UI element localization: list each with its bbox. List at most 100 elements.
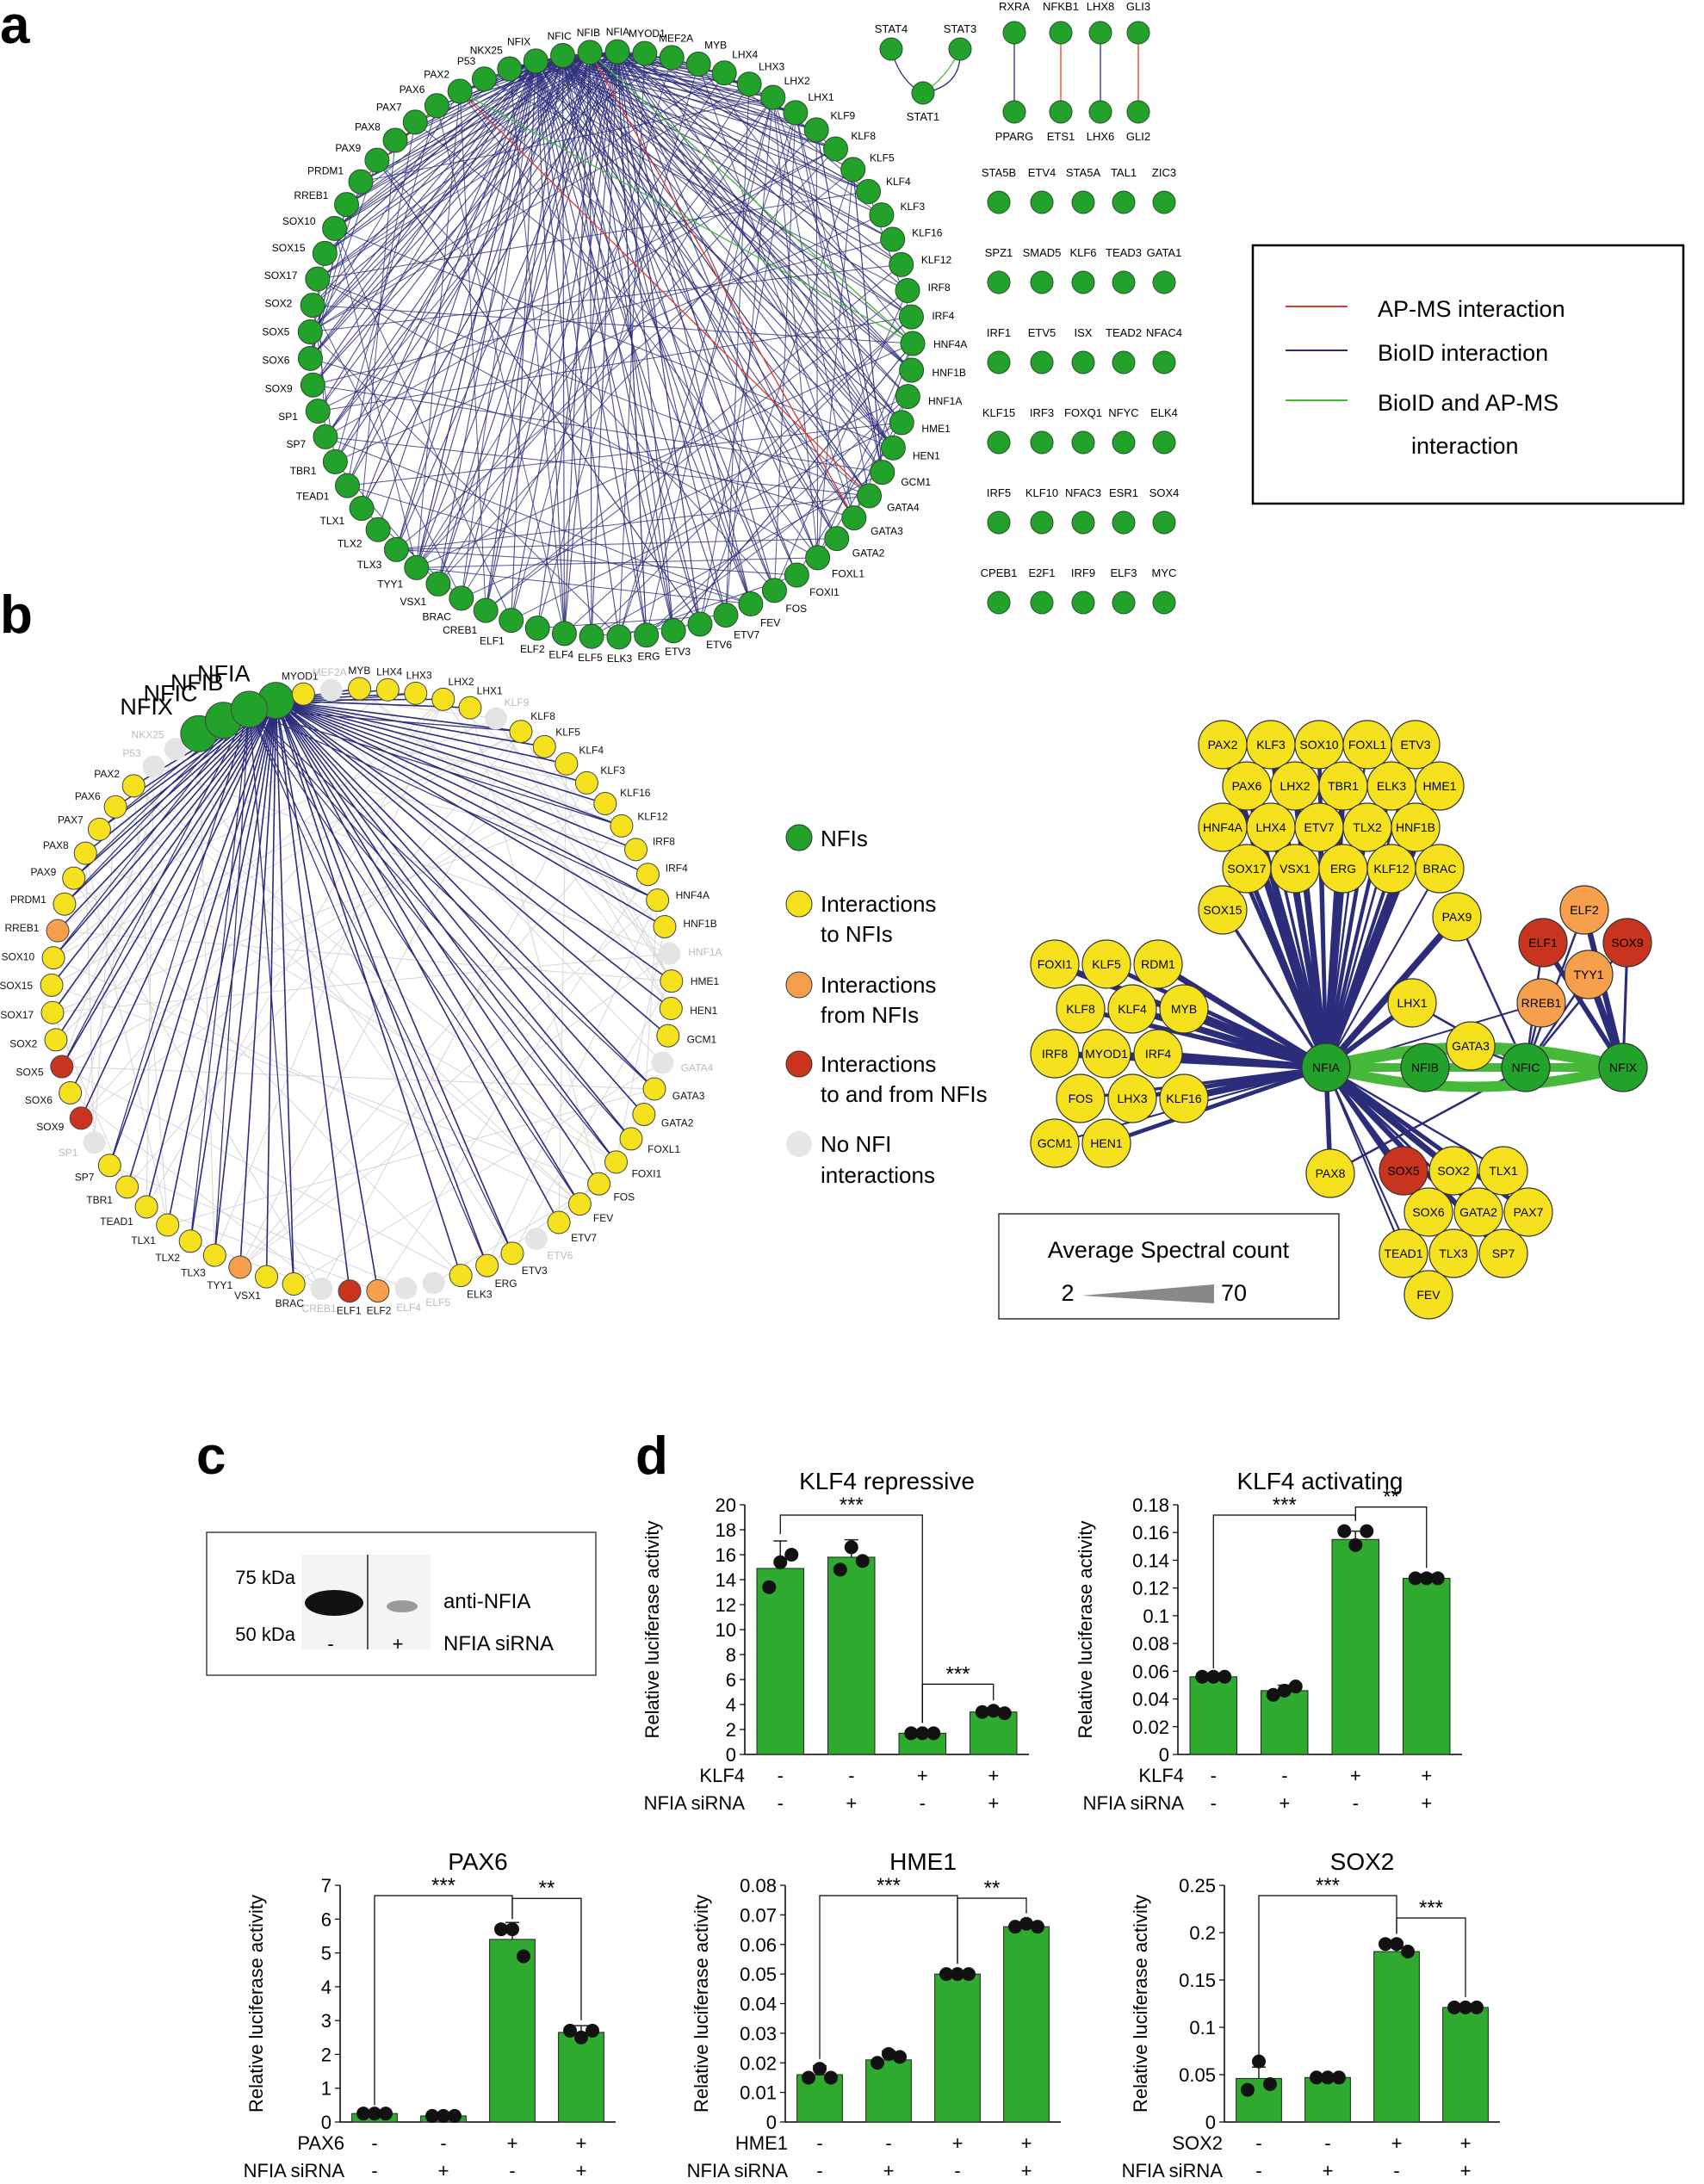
sirna-condition: + [1279,1792,1290,1814]
node-mef2a [319,678,343,702]
background-edge [146,766,155,1207]
node-label-irf3: IRF3 [1030,406,1054,419]
sirna-condition: - [1211,1792,1217,1814]
bioid-edge [535,60,870,497]
node-label-myb: MYB [348,665,370,677]
bioid-edge [461,96,774,599]
node-label-tbr1: TBR1 [290,465,317,477]
node-label-lhx1: LHX1 [809,91,834,103]
replicate-dot [1470,2000,1484,2014]
node-label-klf5: KLF5 [870,152,895,164]
bar-chart-hme1: HME100.010.020.030.040.050.060.070.08Rel… [687,1848,1061,2181]
y-axis-label: Relative luciferase activity [691,1895,712,2113]
cluster-node-label-rreb1: RREB1 [1521,996,1562,1010]
node-label-sp7: SP7 [75,1172,95,1184]
bioid-edge [536,60,883,216]
replicate-dot [893,2050,907,2064]
node-label-foxl1: FOXL1 [648,1143,680,1155]
background-edge [223,720,587,783]
bioid-edge [617,51,913,371]
cluster-node-label-klf12: KLF12 [1373,862,1409,875]
cluster-node-sox6 [1403,1187,1453,1237]
node-label-gata2: GATA2 [661,1117,694,1129]
sirna-condition: - [816,2160,822,2181]
node-label-ets1: ETS1 [1047,130,1075,143]
bioid-edge [617,51,853,170]
panel-c-western-blot: 75 kDa 50 kDa anti-NFIA NFIA siRNA - + [206,1531,597,1676]
significance-bracket [957,1897,1027,1964]
cluster-edge [1455,916,1527,1068]
node-label-tlx1: TLX1 [320,515,345,527]
sirna-condition: - [1353,1792,1359,1814]
node-klf8 [823,136,849,162]
node-klf3 [574,770,598,795]
node-sox17 [305,266,331,292]
replicate-dot [882,2046,895,2061]
node-label-nfyc: NFYC [1108,406,1138,419]
node-label-creb1: CREB1 [443,624,477,636]
cluster-node-label-elf1: ELF1 [1528,936,1558,950]
bar [1261,1690,1309,1755]
node-tal1 [1112,190,1136,214]
bioid-edge [361,60,536,509]
replicate-dot [1288,1680,1303,1694]
bioid-edge [347,422,902,486]
cluster-edge [1106,1065,1327,1146]
node-etv7 [547,1210,571,1234]
node-label-irf4: IRF4 [932,310,954,322]
bioid-edge [346,68,511,205]
tf-row-label: HME1 [735,2132,788,2154]
background-edge [511,981,672,1254]
cluster-node-fos [1056,1073,1106,1123]
bioid-edge [312,305,462,599]
node-elf4 [394,1277,418,1300]
bioid-edge [562,54,836,150]
cluster-node-label-nfia: NFIA [1312,1061,1341,1074]
cluster-node-pax8 [1305,1148,1355,1198]
node-label-sp7: SP7 [286,438,306,450]
cluster-node-label-sox2: SOX2 [1437,1164,1470,1178]
background-edge [61,782,587,1067]
spectral-count-title: Average Spectral count [1048,1237,1290,1263]
node-label-sta5a: STA5A [1066,166,1101,179]
cluster-edge [1323,868,1347,1068]
cluster-node-label-elf2: ELF2 [1570,903,1599,917]
bar [1189,1676,1237,1755]
node-pax9 [62,866,86,890]
sirna-condition: + [988,1792,999,1814]
background-edge [127,731,522,1188]
node-hnf1b [899,357,925,383]
y-tick-label: 7 [321,1875,332,1896]
node-tlx2 [365,517,391,542]
node-e2f1 [1030,591,1054,615]
cluster-node-label-klf5: KLF5 [1092,957,1121,971]
node-gata4 [651,1051,674,1074]
node-tlx1 [156,1213,180,1237]
node-klf5 [532,734,556,758]
cluster-node-label-lhx3: LHX3 [1117,1092,1147,1105]
node-label-pax6: PAX6 [75,790,101,802]
bioid-edge [346,60,536,486]
nfi-edge [61,708,250,1067]
node-label-klf6: KLF6 [1069,246,1096,259]
node-label-gata3: GATA3 [672,1090,705,1102]
cluster-node-label-nfic: NFIC [1512,1061,1540,1074]
tf-condition: - [885,2132,891,2154]
legend-from-label-2: from NFIs [821,1002,919,1028]
y-tick-label: 14 [716,1569,736,1591]
y-tick-label: 0 [726,1744,736,1766]
background-edge [443,698,623,826]
node-gata3 [642,1077,666,1101]
significance-bracket [1258,1895,1397,2061]
cluster-node-sp7 [1478,1228,1528,1278]
node-label-sox15: SOX15 [272,242,306,254]
cluster-node-label-tlx3: TLX3 [1439,1247,1468,1260]
y-tick-label: 20 [716,1494,736,1516]
nfi-edge [276,699,666,928]
bar [1003,1926,1050,2123]
node-label-klf16: KLF16 [912,226,943,238]
spectral-count-legend: Average Spectral count 2 70 [998,1213,1340,1320]
node-vsx1 [255,1265,279,1289]
node-label-elf2: ELF2 [367,1304,392,1316]
